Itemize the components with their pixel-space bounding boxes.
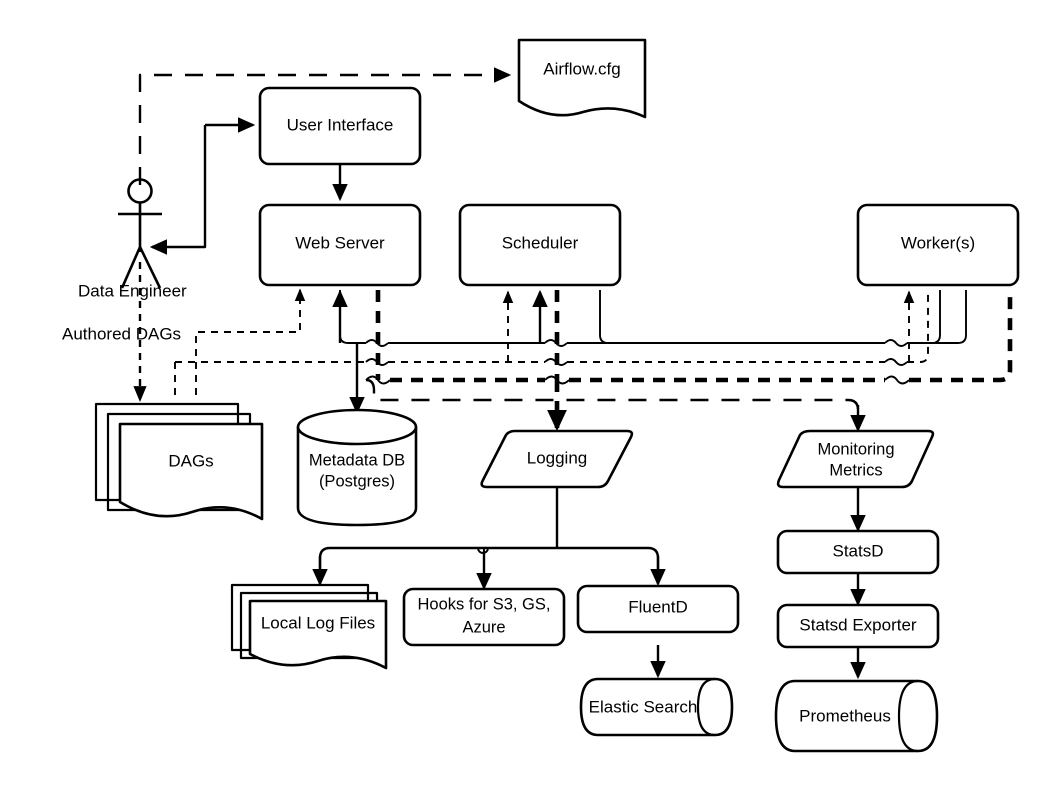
- node-local-log-files[interactable]: Local Log Files: [230, 583, 388, 670]
- node-statsd[interactable]: StatsD: [776, 529, 940, 575]
- logging-bus-hop-circle: [477, 547, 489, 554]
- edge-logging-bus-right: [557, 546, 660, 580]
- node-user-interface-label: User Interface: [287, 115, 394, 134]
- actor-label: Data Engineer: [78, 281, 187, 300]
- node-fluentd[interactable]: FluentD: [576, 584, 740, 634]
- node-airflow-cfg[interactable]: Airflow.cfg: [517, 38, 647, 119]
- node-monitoring-metrics-label-1: Monitoring: [817, 440, 894, 458]
- node-web-server-label: Web Server: [295, 233, 385, 252]
- node-metadata-db-label-2: (Postgres): [319, 472, 395, 490]
- node-logging[interactable]: Logging: [480, 429, 634, 489]
- node-scheduler[interactable]: Scheduler: [458, 203, 622, 287]
- node-monitoring-metrics[interactable]: Monitoring Metrics: [776, 429, 935, 489]
- node-elastic-search[interactable]: Elastic Search: [579, 677, 734, 737]
- node-dags-label: DAGs: [168, 451, 213, 470]
- node-hooks-label-2: Azure: [462, 618, 505, 636]
- node-logging-label: Logging: [527, 448, 588, 467]
- edge-dags-to-webserver: [195, 288, 306, 395]
- actor-data-engineer[interactable]: Data Engineer: [78, 178, 187, 301]
- actor-leg-right: [138, 246, 162, 289]
- node-workers-label: Worker(s): [901, 233, 975, 252]
- actor-leg-left: [120, 246, 142, 289]
- node-metadata-db-label-1: Metadata DB: [309, 451, 405, 469]
- actor-head-icon: [127, 178, 153, 204]
- edge-ui-to-engineer: [149, 125, 207, 255]
- bus-bold-right: [909, 292, 1013, 383]
- node-dags[interactable]: DAGs: [94, 402, 264, 521]
- edge-scheduler-right-solid: [599, 290, 609, 344]
- node-elastic-search-label: Elastic Search: [589, 697, 698, 716]
- node-workers[interactable]: Worker(s): [856, 203, 1020, 287]
- bus-solid-hop-3: [884, 339, 908, 347]
- node-monitoring-metrics-label-2: Metrics: [829, 461, 882, 479]
- node-statsd-exporter-label: Statsd Exporter: [799, 615, 917, 634]
- edge-webserver-bus-solid: [339, 290, 366, 344]
- node-prometheus-label: Prometheus: [799, 706, 891, 725]
- node-web-server[interactable]: Web Server: [258, 203, 422, 287]
- edge-engineer-to-airflow-cfg: [138, 67, 512, 185]
- bus-bold-hop-3: [884, 375, 910, 385]
- node-statsd-label: StatsD: [832, 541, 883, 560]
- node-hooks-label-1: Hooks for S3, GS,: [418, 595, 551, 613]
- bus-dashed-hop-3: [884, 358, 908, 366]
- edge-label-authored-dags: Authored DAGs: [62, 324, 181, 343]
- node-local-log-files-label: Local Log Files: [261, 613, 375, 632]
- bus-long-dashed-to-monitoring: [365, 378, 860, 428]
- node-fluentd-label: FluentD: [628, 597, 688, 616]
- node-airflow-cfg-label: Airflow.cfg: [543, 59, 620, 78]
- node-scheduler-label: Scheduler: [502, 233, 579, 252]
- node-prometheus[interactable]: Prometheus: [774, 679, 939, 753]
- bus-dashed-right: [907, 290, 929, 363]
- node-statsd-exporter[interactable]: Statsd Exporter: [776, 603, 940, 649]
- bus-solid-main-3: [907, 290, 967, 344]
- node-metadata-db[interactable]: Metadata DB (Postgres): [296, 408, 418, 527]
- node-user-interface[interactable]: User Interface: [258, 86, 422, 166]
- edge-logging-bus-left: [318, 546, 557, 580]
- edge-worker-right-solid: [931, 290, 941, 344]
- node-hooks[interactable]: Hooks for S3, GS, Azure: [402, 587, 566, 647]
